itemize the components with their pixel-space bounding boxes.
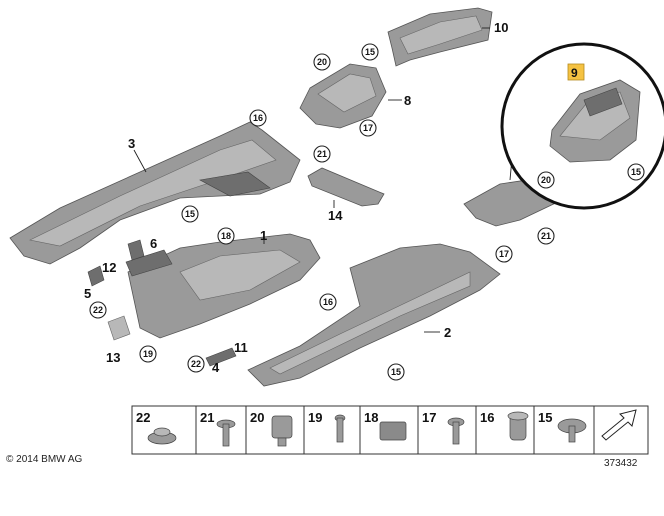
- image-number: 373432: [604, 458, 638, 469]
- part-3-shape: [9, 121, 301, 265]
- svg-text:20: 20: [317, 57, 327, 67]
- leader: [133, 149, 147, 173]
- fastener-tag: 20: [313, 53, 331, 71]
- legend-19: 19: [308, 410, 322, 425]
- callout-6: 6: [150, 236, 157, 251]
- fastener-tag: 21: [313, 145, 331, 163]
- callout-1: 1: [260, 228, 267, 243]
- svg-text:21: 21: [317, 149, 327, 159]
- fastener-tag: 17: [495, 245, 513, 263]
- fastener-tag: 17: [359, 119, 377, 137]
- callout-12: 12: [102, 260, 116, 275]
- callout-5: 5: [84, 286, 91, 301]
- fastener-tag: 19: [139, 345, 157, 363]
- svg-text:22: 22: [93, 305, 103, 315]
- svg-text:15: 15: [185, 209, 195, 219]
- callout-11: 11: [234, 340, 248, 355]
- legend-20: 20: [250, 410, 264, 425]
- fastener-tag: 16: [319, 293, 337, 311]
- fastener-legend: 22 21 20 19 18 17 16 15: [131, 405, 649, 455]
- svg-text:15: 15: [391, 367, 401, 377]
- part-9-highlight: [567, 63, 585, 81]
- svg-text:22: 22: [191, 359, 201, 369]
- direction-arrow-icon: [601, 409, 637, 441]
- svg-text:17: 17: [499, 249, 509, 259]
- fastener-tag: 15: [361, 43, 379, 61]
- legend-17: 17: [422, 410, 436, 425]
- part-8-shape: [299, 63, 387, 129]
- fastener-tag: 18: [217, 227, 235, 245]
- callout-13: 13: [106, 350, 120, 365]
- legend-22: 22: [136, 410, 150, 425]
- callout-2: 2: [444, 325, 451, 340]
- fastener-tag: 16: [249, 109, 267, 127]
- legend-21: 21: [200, 410, 214, 425]
- fastener-tag: 15: [181, 205, 199, 223]
- fastener-tag: 20: [537, 171, 555, 189]
- svg-text:16: 16: [323, 297, 333, 307]
- callout-8: 8: [404, 93, 411, 108]
- part-13-shape: [107, 315, 131, 341]
- legend-15: 15: [538, 410, 552, 425]
- svg-text:21: 21: [541, 231, 551, 241]
- copyright-text: © 2014 BMW AG: [6, 454, 83, 465]
- part-10-shape: [387, 7, 493, 67]
- fastener-tag: 15: [387, 363, 405, 381]
- svg-text:17: 17: [363, 123, 373, 133]
- fastener-tag: 22: [89, 301, 107, 319]
- svg-text:15: 15: [365, 47, 375, 57]
- callout-14: 14: [328, 208, 343, 223]
- legend-16: 16: [480, 410, 494, 425]
- zoom-detail-circle: 9: [500, 42, 664, 210]
- part-1-shape: [125, 233, 321, 339]
- callout-9: 9: [571, 66, 578, 80]
- small-parts-cluster: [87, 239, 237, 367]
- svg-text:19: 19: [143, 349, 153, 359]
- callout-10: 10: [494, 20, 508, 35]
- part-14-shape: [307, 167, 385, 207]
- part-2-shape: [247, 243, 501, 387]
- svg-text:16: 16: [253, 113, 263, 123]
- svg-text:20: 20: [541, 175, 551, 185]
- legend-18: 18: [364, 410, 378, 425]
- callout-3: 3: [128, 136, 135, 151]
- fastener-tag: 22: [187, 355, 205, 373]
- callout-4: 4: [212, 360, 220, 375]
- fastener-tag: 15: [627, 163, 645, 181]
- fastener-tag: 21: [537, 227, 555, 245]
- svg-text:18: 18: [221, 231, 231, 241]
- svg-text:15: 15: [631, 167, 641, 177]
